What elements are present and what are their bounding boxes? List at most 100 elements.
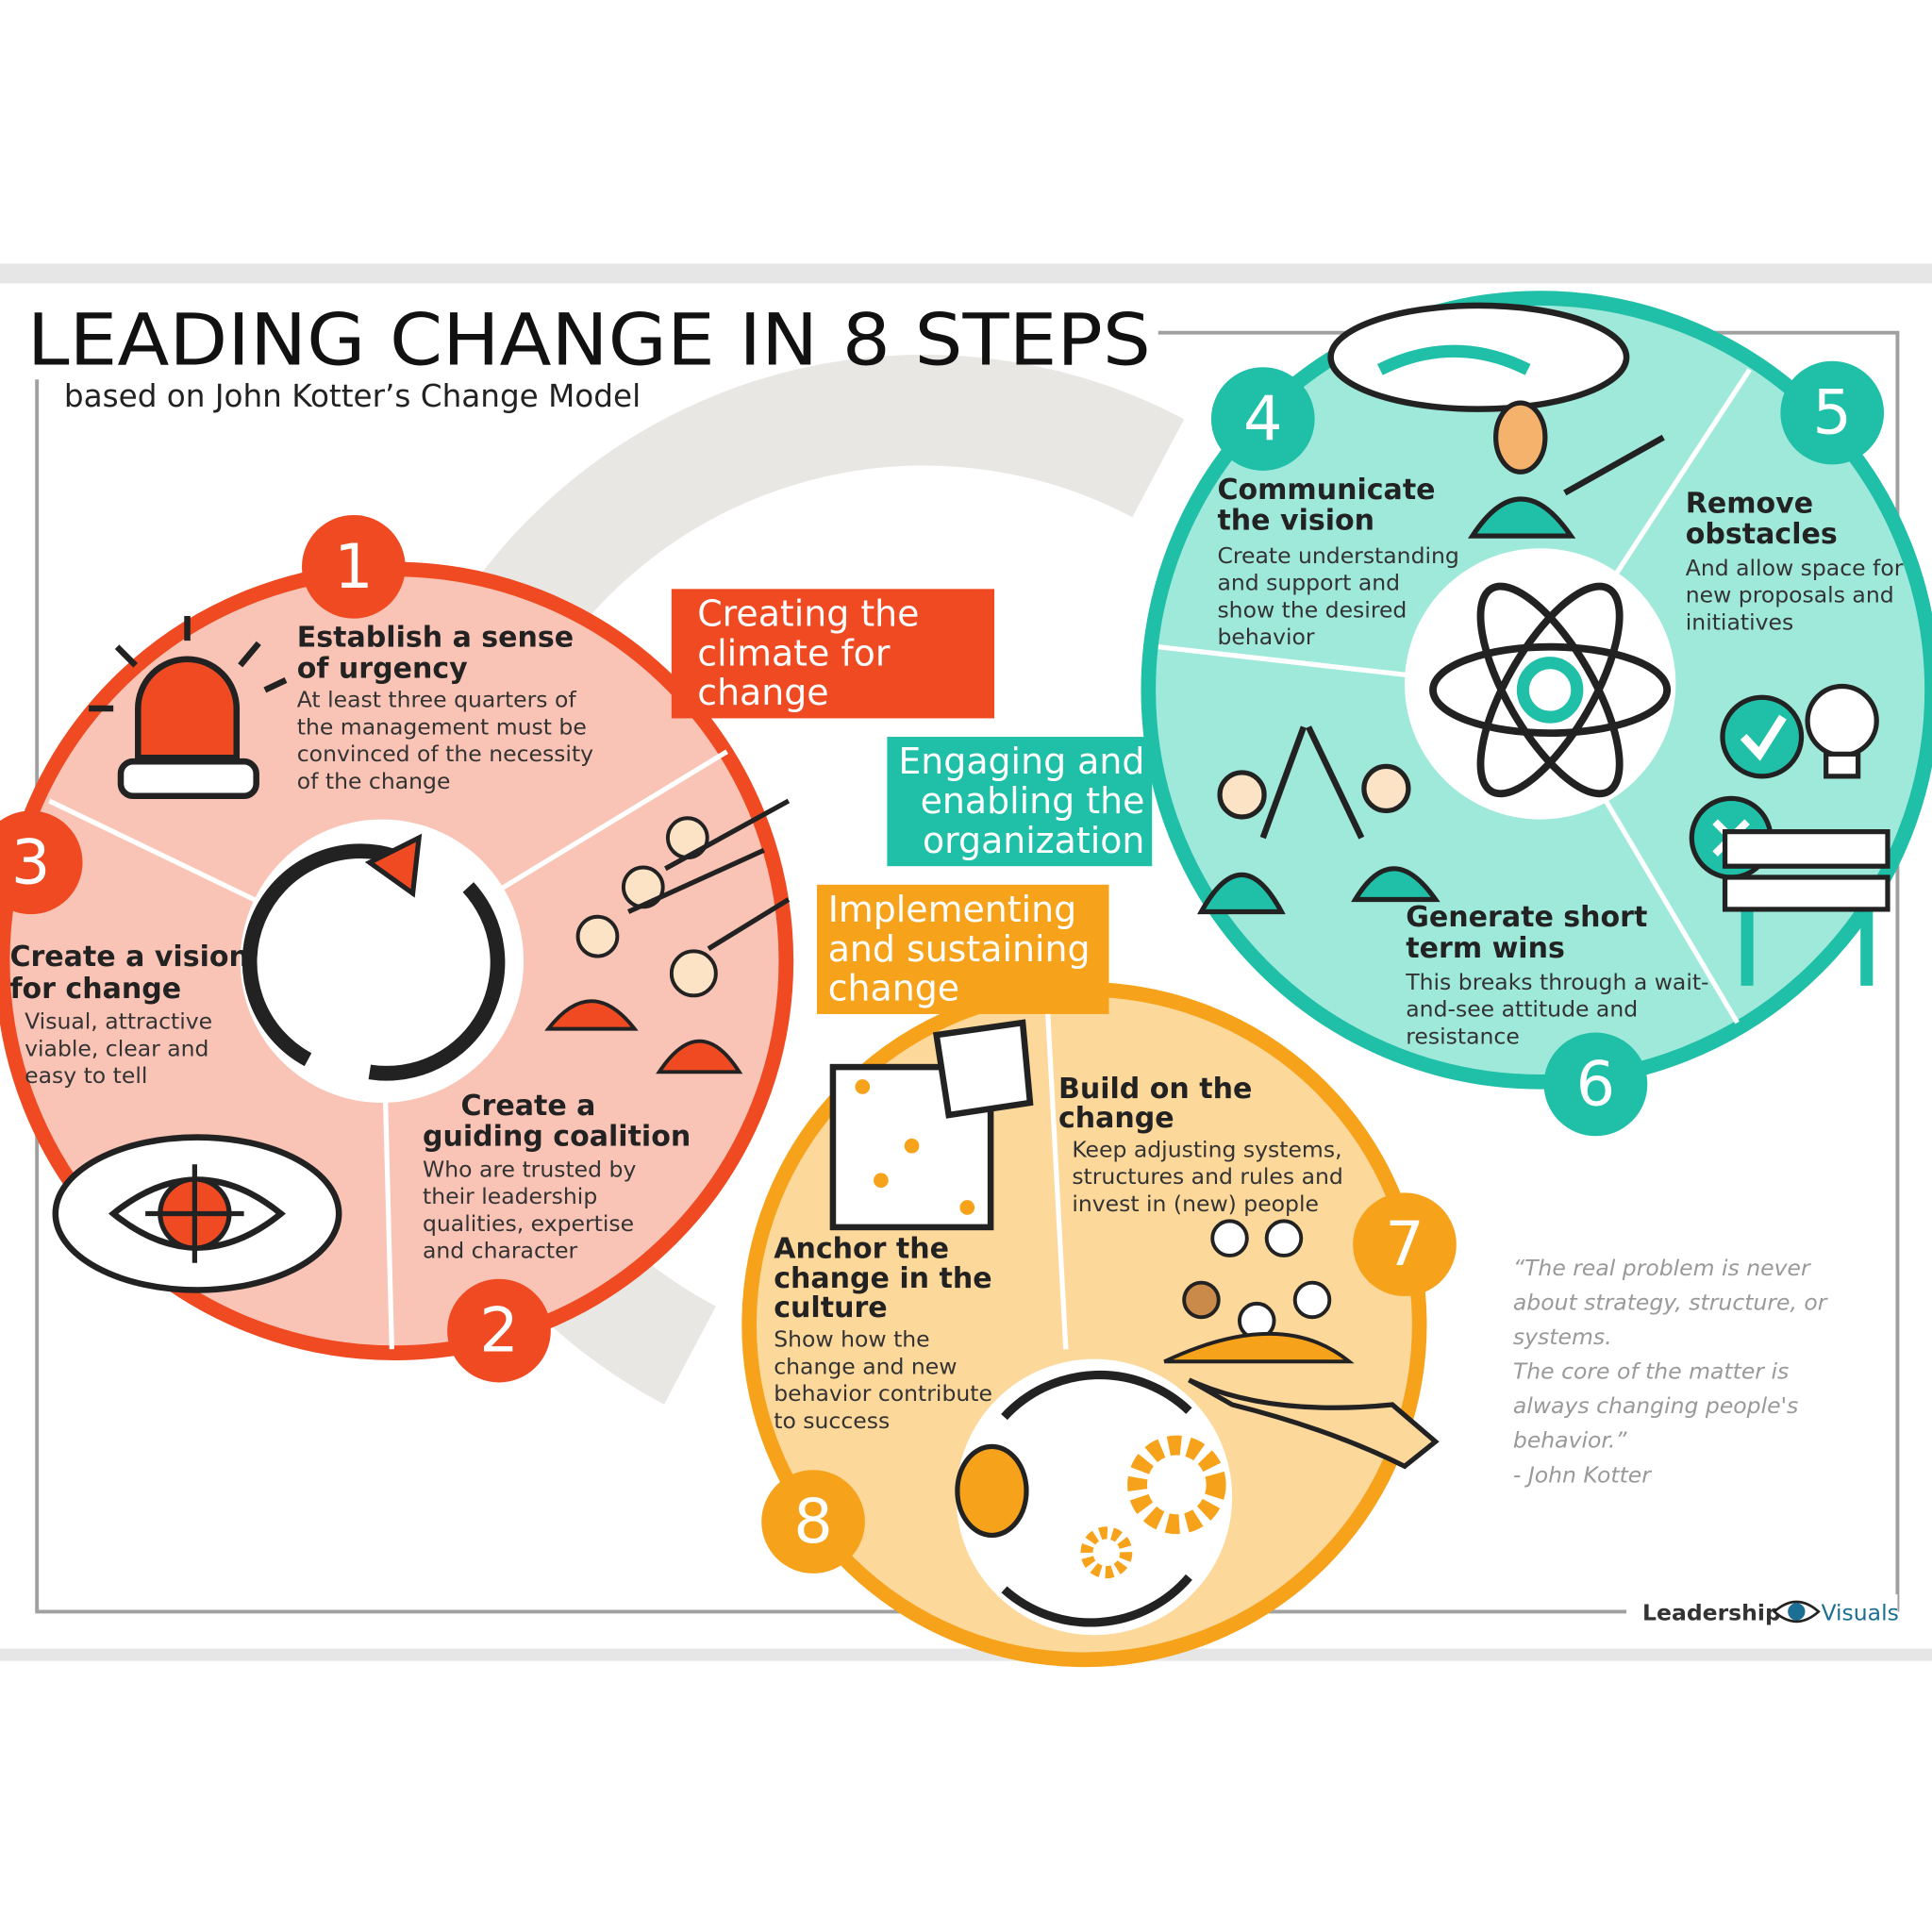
step-number: 7 [1385, 1208, 1424, 1280]
step-description: Create understanding [1217, 542, 1458, 569]
step-description: This breaks through a wait- [1405, 969, 1708, 995]
badge-circle [302, 514, 406, 619]
leadership-visuals-logo: Leadership Visuals [1632, 1594, 1899, 1627]
badge-circle [1210, 367, 1315, 471]
step-number: 3 [11, 826, 51, 898]
eye-target-icon [52, 1134, 342, 1293]
step-title: obstacles [1686, 518, 1838, 551]
step-description: new proposals and [1686, 582, 1894, 608]
badge-circle [1353, 1192, 1457, 1297]
quote-line: behavior.” [1513, 1427, 1627, 1454]
step-badge-6: 6 [1543, 1032, 1648, 1137]
step-title: Communicate [1217, 474, 1435, 507]
step-title: change in the [774, 1262, 991, 1295]
cycle-arrow-icon [1001, 1370, 1192, 1627]
page-title: LEADING CHANGE IN 8 STEPS [27, 299, 1151, 382]
cycle-arrows-icon [242, 843, 506, 1081]
step-description: show the desired [1217, 596, 1407, 623]
quote-line: always changing people's [1513, 1392, 1798, 1419]
step-description: and-see attitude and [1406, 996, 1638, 1023]
step-number: 2 [479, 1295, 519, 1367]
check-icon [1720, 694, 1805, 779]
step-description: to success [774, 1407, 890, 1434]
lightbulb-icon [1805, 683, 1879, 779]
page-subtitle: based on John Kotter’s Change Model [64, 378, 641, 414]
logo-right: Visuals [1821, 1600, 1898, 1626]
step-badge-4: 4 [1210, 367, 1315, 471]
people-hand-icon [1163, 1219, 1440, 1470]
step-description: behavior [1217, 624, 1314, 650]
step-title: Remove [1686, 487, 1813, 520]
step-title: Establish a sense [297, 622, 574, 655]
barrier-icon [1689, 795, 1890, 986]
gear-small-icon [1080, 1526, 1133, 1579]
step-description: Who are trusted by [423, 1156, 636, 1182]
bottom-band [0, 1648, 1932, 1661]
eye-logo-icon [1772, 1600, 1821, 1624]
step-title: term wins [1406, 932, 1565, 965]
phase-text: change [697, 672, 828, 713]
step-number: 5 [1812, 377, 1852, 449]
step-description: initiatives [1686, 608, 1793, 635]
step-description: qualities, expertise [423, 1210, 634, 1237]
step-badge-5: 5 [1780, 360, 1885, 465]
step-description: behavior contribute [774, 1380, 992, 1407]
step-number: 8 [793, 1486, 833, 1557]
step-description: convinced of the necessity [297, 741, 593, 767]
step-badge-3: 3 [0, 810, 83, 915]
badge-circle [1543, 1032, 1648, 1137]
step-title: culture [774, 1291, 887, 1324]
step-number: 1 [334, 531, 374, 603]
step-description: structures and rules and [1072, 1163, 1343, 1190]
step-description: Keep adjusting systems, [1072, 1136, 1341, 1162]
gear-icon [1127, 1435, 1226, 1535]
badge-circle [761, 1470, 865, 1574]
phase-text: change [828, 968, 959, 1009]
step-description: And allow space for [1686, 555, 1904, 581]
logo-left: Leadership [1642, 1600, 1781, 1626]
speaker-icon [1327, 302, 1665, 539]
step-badge-2: 2 [447, 1278, 551, 1383]
step-description: their leadership [423, 1183, 597, 1209]
step-title: Generate short [1406, 901, 1647, 934]
step-description: Visual, attractive [25, 1008, 212, 1035]
step-description: and support and [1217, 570, 1400, 596]
phase-box [671, 589, 995, 719]
high-five-icon [1197, 725, 1441, 915]
atom-icon [1429, 582, 1672, 798]
step-description: change and new [774, 1353, 957, 1379]
team-pointing-icon [544, 798, 791, 1074]
siren-icon [89, 616, 288, 800]
step-badge-7: 7 [1353, 1192, 1457, 1297]
step-description: and character [423, 1238, 578, 1264]
phase-text: climate for [697, 632, 891, 674]
phase-text: Implementing [828, 889, 1076, 930]
step-badges: 1 2 3 4 5 6 7 8 [0, 360, 1885, 1574]
phase-box [816, 884, 1109, 1014]
step-title: Anchor the [774, 1233, 949, 1266]
step-number: 4 [1243, 383, 1283, 455]
quote-line: about strategy, structure, or [1513, 1289, 1828, 1315]
puzzle-icon [829, 1019, 1034, 1231]
phase-text: Engaging and [898, 741, 1144, 782]
step-description: the management must be [297, 713, 587, 740]
badge-circle [1780, 360, 1885, 465]
phase-box [887, 737, 1153, 867]
step-badge-8: 8 [761, 1470, 865, 1574]
step-title: for change [9, 973, 181, 1006]
step-title: Create a vision [9, 941, 248, 974]
step-description: invest in (new) people [1072, 1191, 1319, 1217]
phase-text: Creating the [697, 593, 919, 635]
